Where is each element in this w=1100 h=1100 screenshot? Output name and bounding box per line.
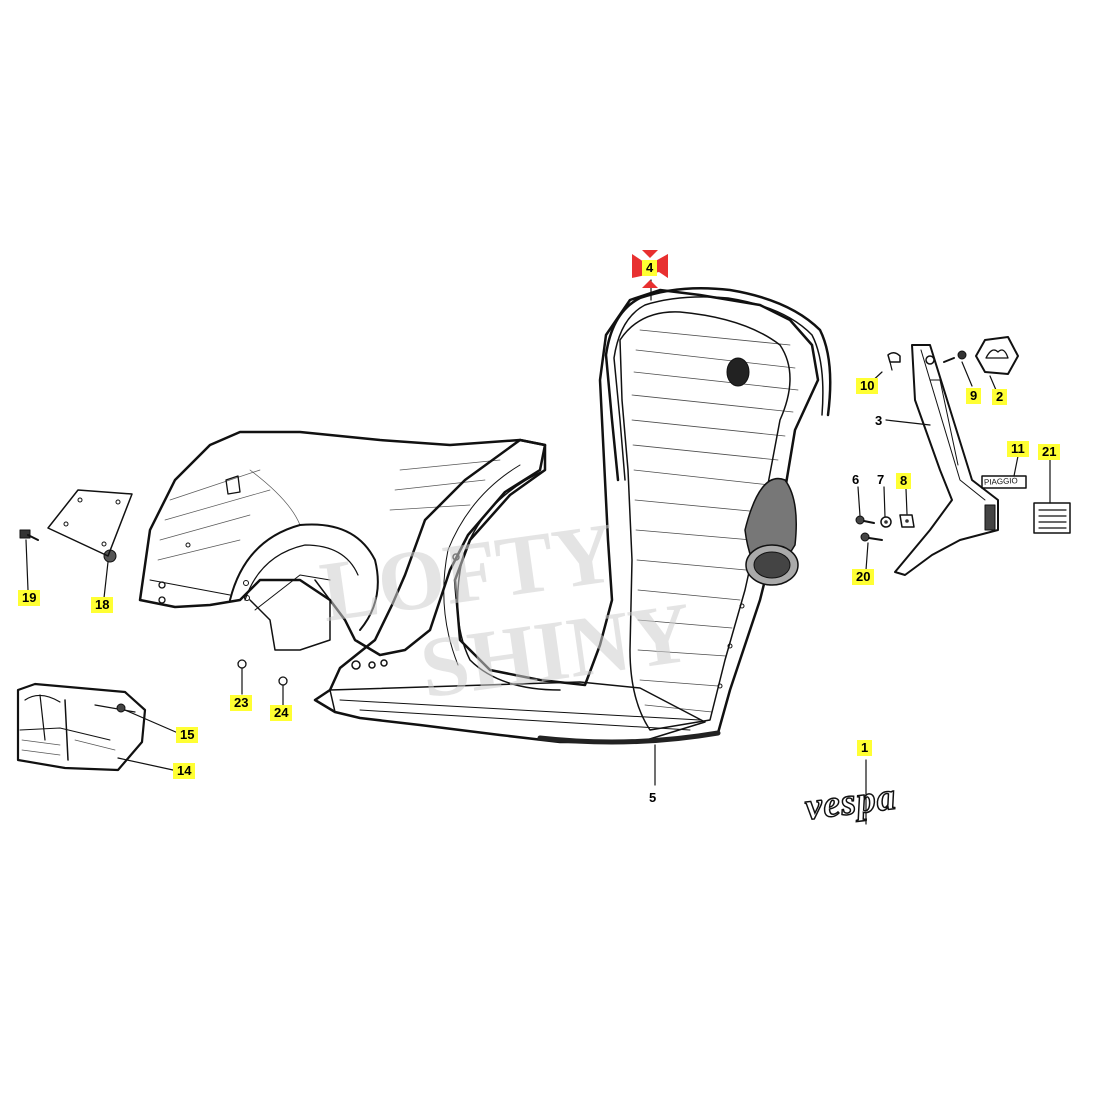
callout-24: 24 — [270, 705, 293, 721]
toolbox-lid-part-15 — [116, 703, 126, 713]
badge-part-2 — [975, 336, 1019, 375]
piaggio-badge-part-11 — [981, 475, 1027, 489]
callout-15: 15 — [176, 727, 199, 743]
callout-19: 19 — [18, 590, 41, 606]
callout-9: 9 — [966, 388, 982, 404]
callout-10: 10 — [856, 378, 879, 394]
callout-1: 1 — [857, 740, 873, 756]
clip-part-10 — [887, 352, 901, 371]
washer-part-7 — [880, 516, 892, 528]
callout-11: 11 — [1007, 441, 1029, 457]
legshield-beading-part-4 — [604, 286, 832, 482]
callout-4: 4 — [642, 260, 658, 276]
callout-21: 21 — [1038, 444, 1061, 460]
number-plate-mount — [47, 489, 133, 557]
callout-8: 8 — [896, 473, 912, 489]
callout-2: 2 — [992, 389, 1008, 405]
piaggio-badge-text: PIAGGIO — [983, 476, 1018, 487]
screw-part-19 — [19, 529, 39, 541]
callout-3: 3 — [875, 413, 883, 428]
callout-18: 18 — [91, 597, 114, 613]
callout-5: 5 — [649, 790, 657, 805]
nut-part-8 — [899, 514, 915, 528]
toolbox-part-14 — [16, 682, 147, 772]
callout-14: 14 — [173, 763, 196, 779]
bolt-part-6 — [855, 515, 875, 525]
rear-cowl-part — [138, 430, 547, 657]
screw-part-20 — [860, 532, 883, 542]
callout-23: 23 — [230, 695, 253, 711]
callout-7: 7 — [877, 472, 885, 487]
grommet-part-24 — [278, 676, 288, 686]
callout-20: 20 — [852, 569, 875, 585]
red-hourglass-marker-icon — [632, 250, 668, 288]
screw-part-9 — [943, 350, 967, 363]
grommet-part-23 — [237, 659, 247, 669]
strip-set-part-21 — [1033, 502, 1071, 534]
callout-6: 6 — [852, 472, 860, 487]
horncast-trim-part-3 — [894, 344, 999, 576]
